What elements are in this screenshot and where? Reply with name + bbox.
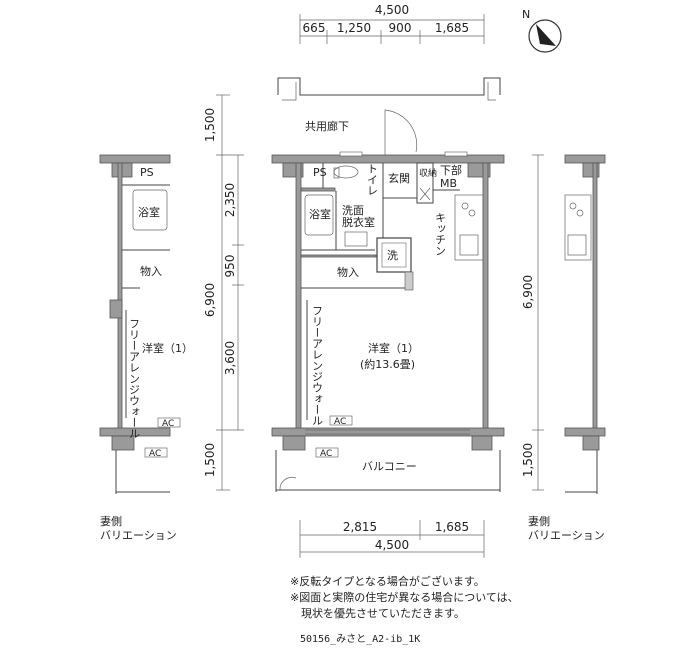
dim-bottom-total: 4,500 — [375, 538, 409, 552]
right-dimensions: 6,900 1,500 — [521, 154, 544, 491]
side-ac-label: AC — [162, 419, 174, 429]
left-variation-subtitle: バリエーション — [100, 529, 177, 542]
side-bath-label: 浴室 — [138, 205, 160, 219]
dim-right-total: 6,900 — [521, 275, 535, 309]
left-variation-title: 妻側 — [100, 515, 122, 528]
north-compass-icon: N — [522, 8, 562, 53]
note-line: 現状を優先させていただきます。 — [290, 607, 465, 620]
closet-label: 物入 — [337, 265, 359, 279]
side-ac-outdoor-label: AC — [149, 449, 161, 459]
entrance-storage-label: 収納 — [419, 167, 437, 179]
notes: ※反転タイプとなる場合がございます。 ※図面と実際の住宅が異なる場合については、… — [290, 574, 519, 622]
dim-right-balcony: 1,500 — [521, 443, 535, 477]
note-line: ※反転タイプとなる場合がございます。 — [290, 575, 485, 588]
mb-label: 下部 — [440, 163, 462, 177]
side-closet-label: 物入 — [140, 264, 162, 278]
toilet-label: トイレ — [366, 163, 379, 196]
bottom-dimensions: 2,815 1,685 4,500 — [299, 520, 485, 558]
bath-label: 浴室 — [309, 207, 331, 221]
plan-code: 50156_みさと_A2-ib_1K — [300, 634, 421, 645]
kitchen-label: キッチン — [434, 212, 447, 256]
entrance-label: 玄関 — [388, 171, 410, 185]
left-dimensions: 1,500 2,350 950 3,600 1,500 6,900 — [203, 94, 244, 491]
right-variation-subtitle: バリエーション — [528, 529, 605, 542]
free-wall-label: フリーアレンジウォール — [311, 305, 324, 426]
dim-left: 1,500 — [203, 108, 217, 142]
western-room-label: 洋室（1） — [368, 341, 419, 355]
side-western-room-label: 洋室（1） — [142, 341, 193, 355]
dim-top-part: 900 — [389, 21, 412, 35]
washroom-label: 洗面 — [342, 204, 364, 217]
left-side-variation: PS 浴室 物入 洋室（1） フリーアレンジウォール AC AC — [99, 154, 193, 494]
top-dimensions: 4,500 665 1,250 900 1,685 — [299, 3, 485, 44]
dim-top-total: 4,500 — [375, 3, 409, 17]
washer-label: 洗 — [387, 249, 398, 262]
main-unit: PS トイレ 玄関 収納 下部 MB 浴室 洗面 脱衣室 洗 キッチン 物入 洋… — [271, 109, 505, 492]
dim-left: 950 — [223, 255, 237, 278]
dim-left: 3,600 — [223, 341, 237, 375]
dim-bottom-part: 1,685 — [435, 520, 469, 534]
western-room-size: (約13.6畳) — [360, 357, 415, 371]
dim-left-total: 6,900 — [203, 283, 217, 317]
right-side-variation — [564, 154, 606, 494]
side-free-wall-label: フリーアレンジウォール — [128, 318, 141, 439]
right-variation-title: 妻側 — [528, 515, 550, 528]
dim-left: 1,500 — [203, 443, 217, 477]
mb-label-2: MB — [440, 177, 457, 190]
note-line: ※図面と実際の住宅が異なる場合については、 — [290, 591, 519, 604]
dim-left: 2,350 — [223, 183, 237, 217]
corridor-label: 共用廊下 — [305, 119, 349, 133]
dim-top-part: 1,250 — [337, 21, 371, 35]
compass-label: N — [522, 8, 530, 21]
ac-label: AC — [334, 417, 346, 427]
ac-outdoor-label: AC — [320, 449, 332, 459]
side-ps-label: PS — [140, 166, 154, 179]
ps-label: PS — [313, 166, 327, 179]
corridor: 共用廊下 — [277, 77, 501, 133]
dim-top-part: 1,685 — [435, 21, 469, 35]
dim-top-part: 665 — [303, 21, 326, 35]
washroom-label-2: 脱衣室 — [342, 215, 375, 229]
dim-bottom-part: 2,815 — [343, 520, 377, 534]
balcony-label: バルコニー — [362, 460, 417, 473]
